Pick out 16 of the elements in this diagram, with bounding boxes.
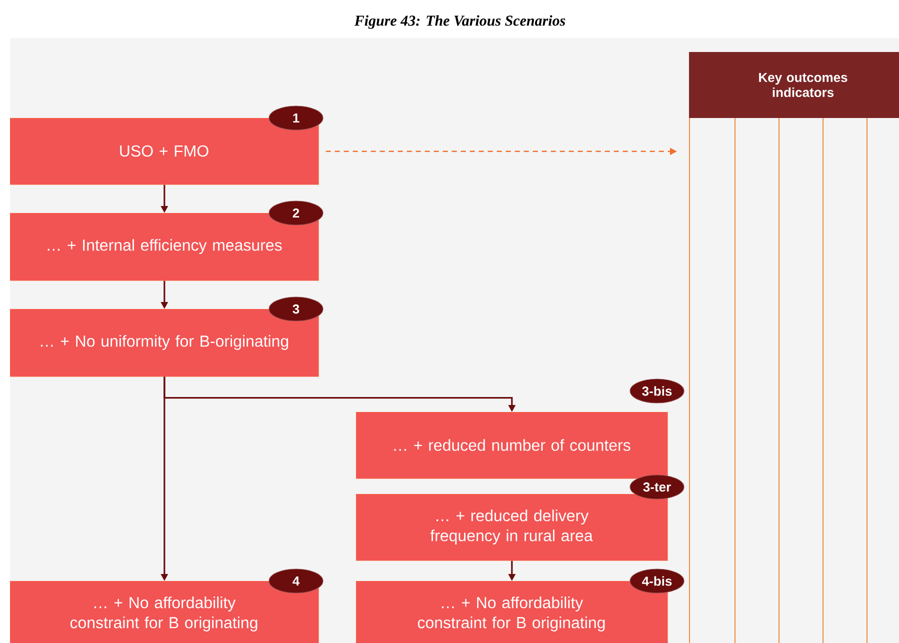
- process-box: 3 … + No uniformity for B-originating: [10, 296, 324, 377]
- step-badge: 3-ter: [630, 474, 684, 500]
- step-badge: 4: [268, 568, 324, 594]
- process-box: 4 … + No affordability constraint for B originating: [10, 568, 324, 643]
- step-badge: 3: [268, 296, 324, 322]
- process-box: 2 … + Internal efficiency measures: [10, 200, 324, 281]
- process-box: 3-bis … + reduced number of counters: [356, 378, 684, 479]
- figure-title: Figure 43: The Various Scenarios: [354, 15, 566, 29]
- step-badge: 1: [268, 106, 324, 130]
- step-badge: 2: [268, 200, 324, 226]
- step-badge: 4-bis: [630, 568, 684, 594]
- process-box: 4-bis … + No affordability constraint for B originating: [356, 568, 684, 643]
- step-badge: 3-bis: [630, 378, 684, 404]
- indicator-table: Key outcomes indicators: [689, 52, 899, 643]
- process-box: 1 USO + FMO: [10, 106, 324, 185]
- process-box: 3-ter … + reduced delivery frequency in rural area: [356, 474, 684, 561]
